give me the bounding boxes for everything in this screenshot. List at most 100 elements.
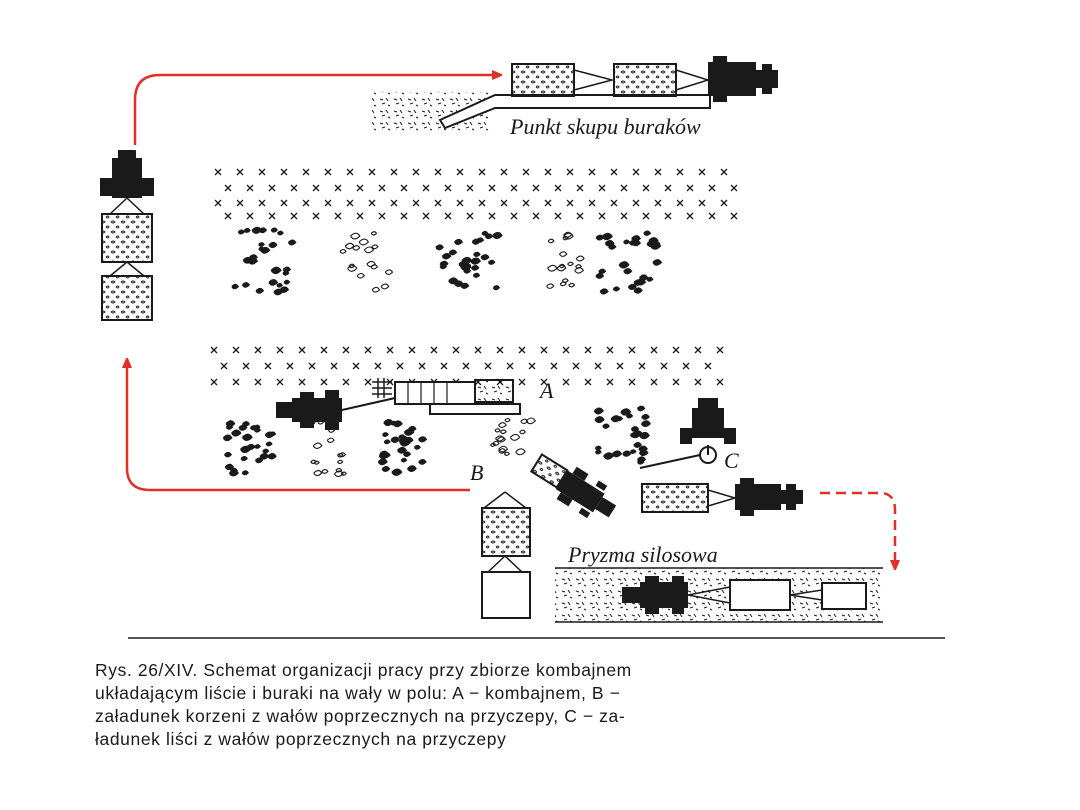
combine-drawbar (341, 397, 396, 411)
beet-cross (672, 346, 680, 354)
beet-cross (704, 362, 712, 370)
beet-cross (342, 378, 350, 386)
trailer-b-1 (481, 507, 531, 557)
beet-cross (572, 362, 580, 370)
beet-cross (280, 199, 288, 207)
beet-cross (632, 199, 640, 207)
beet-cross (518, 346, 526, 354)
beet-cross (650, 346, 658, 354)
beet-cross (682, 362, 690, 370)
beet-cross (276, 378, 284, 386)
combine-chassis (429, 403, 521, 415)
hitch-c (707, 489, 738, 507)
beet-cross (452, 346, 460, 354)
beet-cross (606, 346, 614, 354)
beet-cross (500, 199, 508, 207)
beet-cross (676, 199, 684, 207)
beet-cross (302, 199, 310, 207)
beet-cross (698, 168, 706, 176)
loading-set-b: B (470, 453, 617, 619)
hitch-silage (687, 586, 731, 604)
beet-cross (488, 212, 496, 220)
beet-cross (312, 184, 320, 192)
beet-cross (258, 168, 266, 176)
beet-cross (532, 184, 540, 192)
beet-cross (598, 184, 606, 192)
beet-cross (412, 168, 420, 176)
beet-cross (246, 184, 254, 192)
beet-cross (342, 346, 350, 354)
beet-cross (246, 212, 254, 220)
beet-cross (298, 346, 306, 354)
upper-field (214, 168, 738, 296)
hitch-left-1 (109, 197, 145, 215)
beet-cross (716, 346, 724, 354)
beet-cross (290, 184, 298, 192)
beet-cross (254, 346, 262, 354)
beet-cross (462, 362, 470, 370)
beet-cross (214, 199, 222, 207)
beet-cross (324, 168, 332, 176)
beet-cross (232, 346, 240, 354)
beet-cross (628, 346, 636, 354)
beet-cross (264, 362, 272, 370)
beet-cross (308, 362, 316, 370)
beet-cross (346, 199, 354, 207)
beet-cross (522, 168, 530, 176)
beet-cross (484, 362, 492, 370)
beet-cross (242, 362, 250, 370)
beet-cross (412, 199, 420, 207)
beet-cross (686, 212, 694, 220)
tractor-c (680, 398, 736, 444)
beet-cross (730, 184, 738, 192)
beet-cross (478, 199, 486, 207)
beet-cross (254, 378, 262, 386)
beet-cross (324, 199, 332, 207)
caption-line-2: układającym liście i buraki na wały w po… (95, 683, 621, 703)
beet-cross (220, 362, 228, 370)
beet-cross (610, 168, 618, 176)
beet-cross (400, 212, 408, 220)
trailer-hitch-2 (675, 69, 711, 91)
trailer-hitch-1 (573, 69, 615, 91)
beet-cross (408, 346, 416, 354)
tractor-silage (622, 576, 688, 614)
beet-cross (444, 184, 452, 192)
beet-cross (456, 199, 464, 207)
beet-cross (500, 168, 508, 176)
beet-cross (544, 199, 552, 207)
beet-cross (540, 346, 548, 354)
combine-header-comb (372, 378, 392, 398)
beet-cross (642, 184, 650, 192)
beet-cross (268, 212, 276, 220)
beet-cross (364, 378, 372, 386)
beet-cross (430, 346, 438, 354)
trailer-2 (613, 63, 677, 97)
beet-cross (540, 378, 548, 386)
trailer-silage-2 (821, 582, 867, 610)
beet-cross (566, 199, 574, 207)
beet-cross (632, 168, 640, 176)
beet-cross (224, 212, 232, 220)
beet-cross (236, 168, 244, 176)
beet-cross (466, 184, 474, 192)
beet-cross (378, 184, 386, 192)
beet-cross (550, 362, 558, 370)
beet-cross (356, 184, 364, 192)
beet-cross (390, 168, 398, 176)
beet-cross (474, 346, 482, 354)
beet-cross (616, 362, 624, 370)
beet-cross (334, 212, 342, 220)
figure-caption: Rys. 26/XIV. Schemat organizacji pracy p… (95, 659, 965, 751)
tractor-top (708, 56, 778, 102)
beet-cross (488, 184, 496, 192)
beet-cross (654, 199, 662, 207)
beet-cross (510, 212, 518, 220)
beet-cross (576, 184, 584, 192)
caption-line-4: ładunek liści z wałów poprzecznych na pr… (95, 729, 507, 749)
beet-cross (562, 378, 570, 386)
beet-cross (320, 378, 328, 386)
loading-set-c: C (639, 398, 803, 516)
beet-cross (352, 362, 360, 370)
beet-cross (562, 346, 570, 354)
